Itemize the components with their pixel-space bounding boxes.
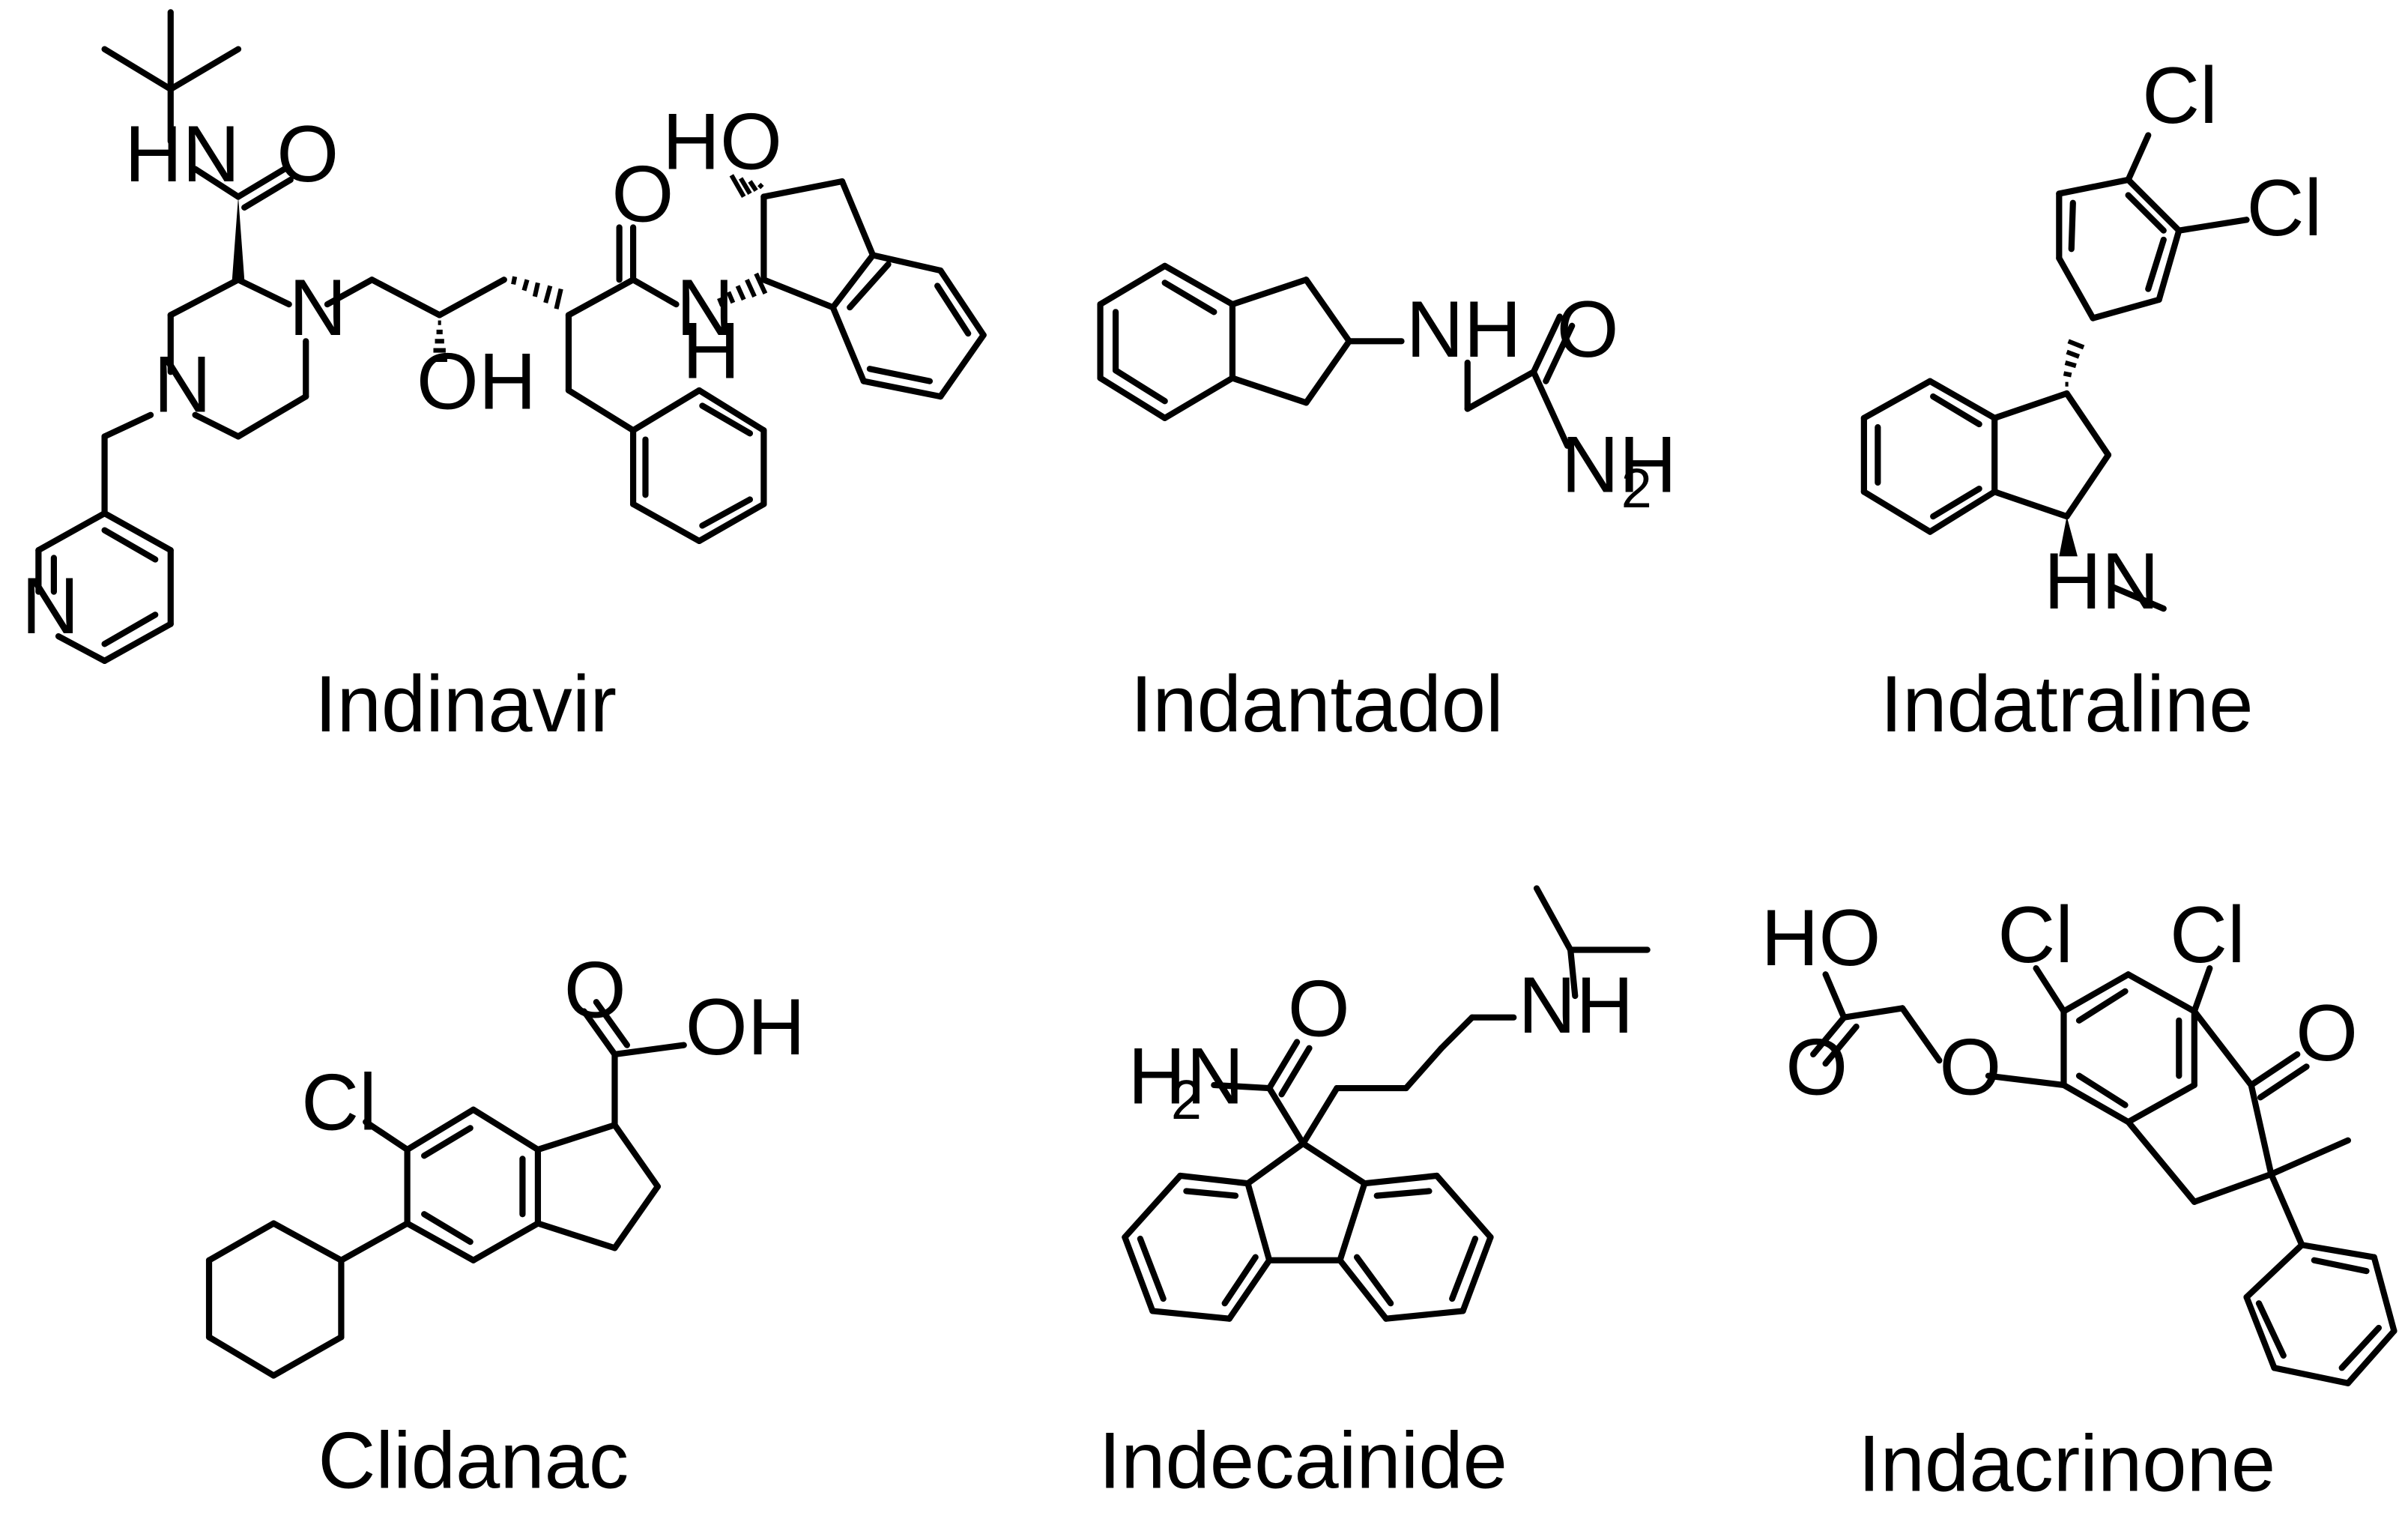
atom-label: O [1557,284,1619,374]
atom-label: OH [686,982,805,1072]
atom-subscript: 2 [1621,457,1652,519]
atom-label: N [154,339,211,429]
atom-label: N [1186,1031,1244,1121]
atom-subscript: 2 [1171,1069,1202,1131]
molecule-name: Indantadol [1131,659,1504,749]
molecule-indacrinone: HO O O Cl Cl O Indacrinone [1761,890,2398,1508]
atom-label: O [276,109,339,199]
molecule-indantadol: NH O NH 2 Indantadol [1097,262,1677,749]
atom-label: O [611,148,674,238]
atom-label: Cl [2142,50,2218,140]
molecule-clidanac: Cl O OH Clidanac [205,945,805,1505]
molecule-name: Clidanac [318,1415,629,1505]
atom-label: N [22,561,79,650]
atom-label: Cl [2247,163,2323,253]
atom-label: N [677,262,734,352]
atom-label: NH [1561,419,1677,509]
atom-label: Cl [1997,890,2073,979]
molecule-name: Indinavir [315,659,617,749]
molecule-name: Indacrinone [1858,1418,2275,1508]
atom-label: O [1939,1021,2001,1111]
atom-label: O [2296,988,2358,1078]
atom-label: NH [1518,960,1633,1050]
atom-label: NH [1406,284,1522,374]
atom-label: O [564,945,626,1035]
atom-label: HN [2044,536,2159,626]
molecule-name: Indatraline [1881,659,2254,749]
molecule-indatraline: Cl Cl HN Indatraline [1860,50,2323,749]
molecule-indinavir: HN O N N N OH O N H HO Indinavir [22,9,987,749]
atom-label: Cl [2170,890,2245,979]
atom-label: HO [662,97,782,187]
atom-label: O [1785,1021,1848,1111]
atom-label: Cl [301,1057,377,1147]
atom-label: N [289,262,347,352]
molecule-indecainide: H 2 N O NH Indecainide [1099,885,1651,1505]
atom-label: H [1128,1031,1185,1121]
molecule-name: Indecainide [1099,1415,1507,1505]
atom-label: HO [1761,893,1881,982]
atom-label: OH [417,336,536,426]
atom-label: O [1288,963,1350,1053]
atom-label: HN [124,109,240,199]
atom-label: H [683,306,740,396]
